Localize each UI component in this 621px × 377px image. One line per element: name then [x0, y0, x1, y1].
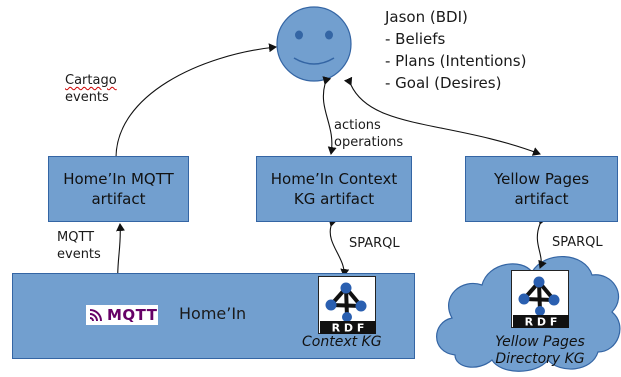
yellow-pages-artifact-box: Yellow Pages artifact — [465, 156, 618, 222]
connector-sparql-context — [328, 218, 350, 277]
yellow-artifact-line2: artifact — [514, 190, 569, 208]
agent-item-goal: - Goal (Desires) — [385, 74, 502, 92]
rdf-logo-icon: R D F — [318, 276, 376, 335]
cartago-events-label: Cartago events — [65, 72, 117, 106]
actions-label-line2: operations — [334, 135, 404, 150]
mqtt-artifact-line2: artifact — [91, 190, 146, 208]
mqtt-artifact-line1: Home’In MQTT — [63, 170, 174, 188]
mqtt-events-line2: events — [57, 247, 101, 262]
sparql-context-label: SPARQL — [349, 236, 400, 251]
context-artifact-line1: Home’In Context — [270, 170, 398, 188]
context-artifact-box: Home’In Context KG artifact — [256, 156, 412, 222]
context-kg-label: Context KG — [302, 334, 382, 350]
mqtt-events-line1: MQTT — [57, 230, 95, 245]
mqtt-logo-icon: MQTT — [86, 305, 158, 325]
connector-actions-operations — [322, 76, 337, 155]
mqtt-waves-icon — [89, 308, 105, 322]
connector-agent-yellow — [343, 76, 541, 156]
agent-item-beliefs: - Beliefs — [385, 30, 446, 48]
cartago-label-line1: Cartago — [65, 73, 117, 88]
actions-label-line1: actions — [334, 118, 381, 133]
mqtt-logo-text: MQTT — [107, 306, 158, 324]
mqtt-artifact-box: Home’In MQTT artifact — [48, 156, 189, 222]
context-artifact-line2: KG artifact — [293, 190, 375, 208]
homein-label: Home’In — [179, 304, 247, 323]
connector-cartago-events — [115, 43, 277, 159]
directory-kg-line1: Yellow Pages — [495, 334, 585, 350]
rdf-logo-text: R D F — [332, 322, 365, 335]
smiley-face-icon — [276, 6, 352, 82]
rdf-logo-text: R D F — [525, 316, 558, 329]
directory-kg-label: Yellow Pages Directory KG — [490, 334, 590, 368]
agent-item-plans: - Plans (Intentions) — [385, 52, 527, 70]
agent-description: Jason (BDI) - Beliefs - Plans (Intention… — [385, 6, 526, 94]
sparql-yellow-label: SPARQL — [552, 235, 603, 250]
rdf-logo-icon: R D F — [511, 270, 569, 329]
actions-operations-label: actions operations — [334, 117, 403, 151]
yellow-artifact-line1: Yellow Pages — [493, 170, 590, 188]
connector-sparql-yellow — [536, 215, 547, 269]
directory-kg-line2: Directory KG — [495, 351, 585, 367]
mqtt-events-label: MQTT events — [57, 229, 101, 263]
agent-title: Jason (BDI) — [385, 8, 468, 26]
cartago-label-line2: events — [65, 90, 109, 105]
